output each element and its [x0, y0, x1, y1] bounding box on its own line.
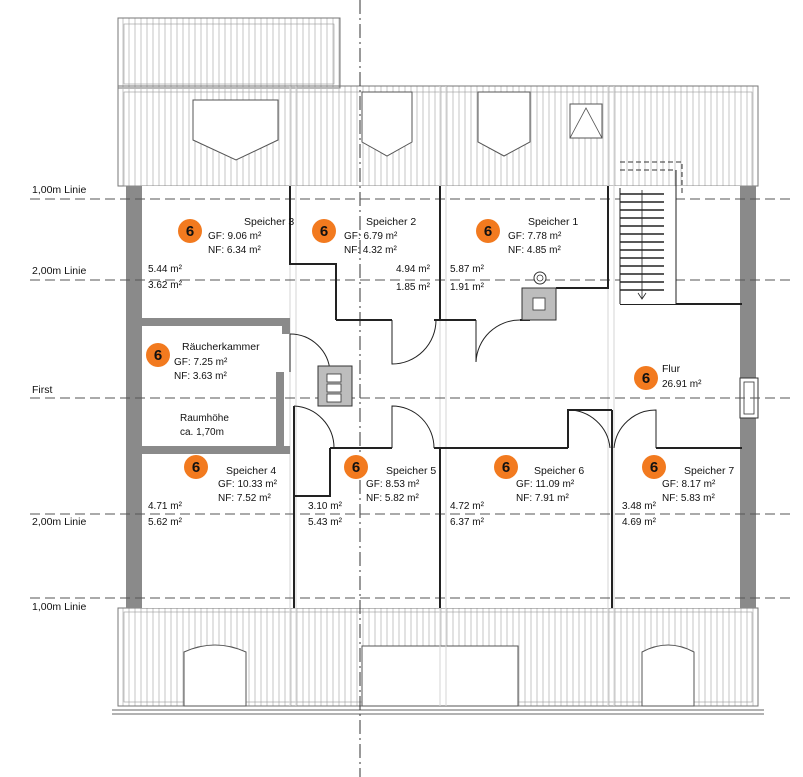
room-number-badge — [642, 455, 666, 479]
room-number-badge — [634, 366, 658, 390]
roof-bottom — [112, 607, 764, 715]
room-height-label: Raumhöhe — [180, 413, 229, 424]
room-net-area: NF: 7.52 m² — [218, 493, 271, 504]
room-gross-area: GF: 8.53 m² — [366, 479, 420, 490]
zone-area: 5.43 m² — [308, 517, 343, 528]
room-name: Speicher 7 — [684, 465, 734, 477]
chimney — [317, 365, 353, 407]
zone-area: 1.91 m² — [450, 282, 485, 293]
room-name: Speicher 1 — [528, 216, 578, 228]
room-net-area: NF: 7.91 m² — [516, 493, 569, 504]
level-label-2m-bottom: 2,00m Linie — [32, 516, 86, 528]
zone-area: 3.48 m² — [622, 501, 657, 512]
room-name: Flur — [662, 363, 681, 375]
room-number-badge — [178, 219, 202, 243]
room-label: 6 Speicher 1 GF: 7.78 m² NF: 4.85 m² — [476, 216, 578, 256]
room-number: 6 — [154, 347, 162, 364]
zone-area-labels: 5.44 m² 3.62 m² 4.94 m² 1.85 m² 5.87 m² … — [148, 264, 657, 528]
room-net-area: NF: 5.82 m² — [366, 493, 419, 504]
room-net-area: NF: 5.83 m² — [662, 493, 715, 504]
room-number: 6 — [650, 459, 658, 476]
zone-area: 6.37 m² — [450, 517, 485, 528]
room-number: 6 — [352, 459, 360, 476]
room-label: 6 Speicher 2 GF: 6.79 m² NF: 4.32 m² — [312, 216, 416, 256]
room-name: Speicher 4 — [226, 465, 276, 477]
room-label: 6 Speicher 7 GF: 8.17 m² NF: 5.83 m² — [642, 455, 734, 504]
zone-area: 4.69 m² — [622, 517, 657, 528]
room-height-value: ca. 1,70m — [180, 427, 224, 438]
zone-area: 5.87 m² — [450, 264, 485, 275]
zone-area: 1.85 m² — [396, 282, 431, 293]
roof-top — [117, 17, 759, 187]
room-number: 6 — [186, 223, 194, 240]
level-label-first: First — [32, 384, 52, 396]
room-gross-area: GF: 7.78 m² — [508, 231, 562, 242]
room-label: 6 Speicher 3 GF: 9.06 m² NF: 6.34 m² — [178, 216, 294, 256]
room-number-badge — [476, 219, 500, 243]
room-number-badge — [494, 455, 518, 479]
room-name: Speicher 5 — [386, 465, 436, 477]
room-net-area: NF: 6.34 m² — [208, 245, 261, 256]
room-gross-area: GF: 11.09 m² — [516, 479, 575, 490]
door-arcs — [289, 319, 657, 449]
room-label: 6 Speicher 5 GF: 8.53 m² NF: 5.82 m² — [344, 455, 436, 504]
room-number-badge — [312, 219, 336, 243]
room-name: Speicher 2 — [366, 216, 416, 228]
shaft — [521, 271, 557, 321]
smokehouse-walls — [142, 318, 290, 454]
room-height-note: Raumhöhe ca. 1,70m — [180, 413, 229, 438]
zone-area: 5.62 m² — [148, 517, 183, 528]
room-net-area: NF: 4.85 m² — [508, 245, 561, 256]
room-number: 6 — [320, 223, 328, 240]
room-net-area: NF: 3.63 m² — [174, 371, 227, 382]
room-gross-area: GF: 8.17 m² — [662, 479, 716, 490]
room-number: 6 — [642, 370, 650, 387]
room-gross-area: GF: 9.06 m² — [208, 231, 262, 242]
left-wall — [126, 186, 142, 608]
room-number-badge — [146, 343, 170, 367]
level-labels: 1,00m Linie 2,00m Linie First 2,00m Lini… — [32, 184, 86, 613]
level-label-1m-top: 1,00m Linie — [32, 184, 86, 196]
room-label: 6 Flur 26.91 m² — [634, 363, 702, 390]
staircase — [619, 161, 683, 304]
room-name: Speicher 3 — [244, 216, 294, 228]
room-number: 6 — [484, 223, 492, 240]
level-label-1m-bottom: 1,00m Linie — [32, 601, 86, 613]
room-number-badge — [184, 455, 208, 479]
zone-area: 5.44 m² — [148, 264, 183, 275]
room-gross-area: GF: 10.33 m² — [218, 479, 278, 490]
room-gross-area: GF: 7.25 m² — [174, 357, 228, 368]
room-net-area: NF: 4.32 m² — [344, 245, 397, 256]
room-number: 6 — [502, 459, 510, 476]
room-gross-area: GF: 6.79 m² — [344, 231, 398, 242]
room-label: 6 Speicher 4 GF: 10.33 m² NF: 7.52 m² — [184, 455, 278, 504]
zone-area: 3.10 m² — [308, 501, 343, 512]
zone-area: 4.72 m² — [450, 501, 485, 512]
zone-area: 3.62 m² — [148, 280, 183, 291]
room-name: Räucherkammer — [182, 341, 260, 353]
room-gross-area: 26.91 m² — [662, 379, 702, 390]
room-label: 6 Speicher 6 GF: 11.09 m² NF: 7.91 m² — [494, 455, 584, 504]
zone-area: 4.71 m² — [148, 501, 183, 512]
level-label-2m-top: 2,00m Linie — [32, 265, 86, 277]
zone-area: 4.94 m² — [396, 264, 431, 275]
room-number: 6 — [192, 459, 200, 476]
room-name: Speicher 6 — [534, 465, 584, 477]
room-number-badge — [344, 455, 368, 479]
